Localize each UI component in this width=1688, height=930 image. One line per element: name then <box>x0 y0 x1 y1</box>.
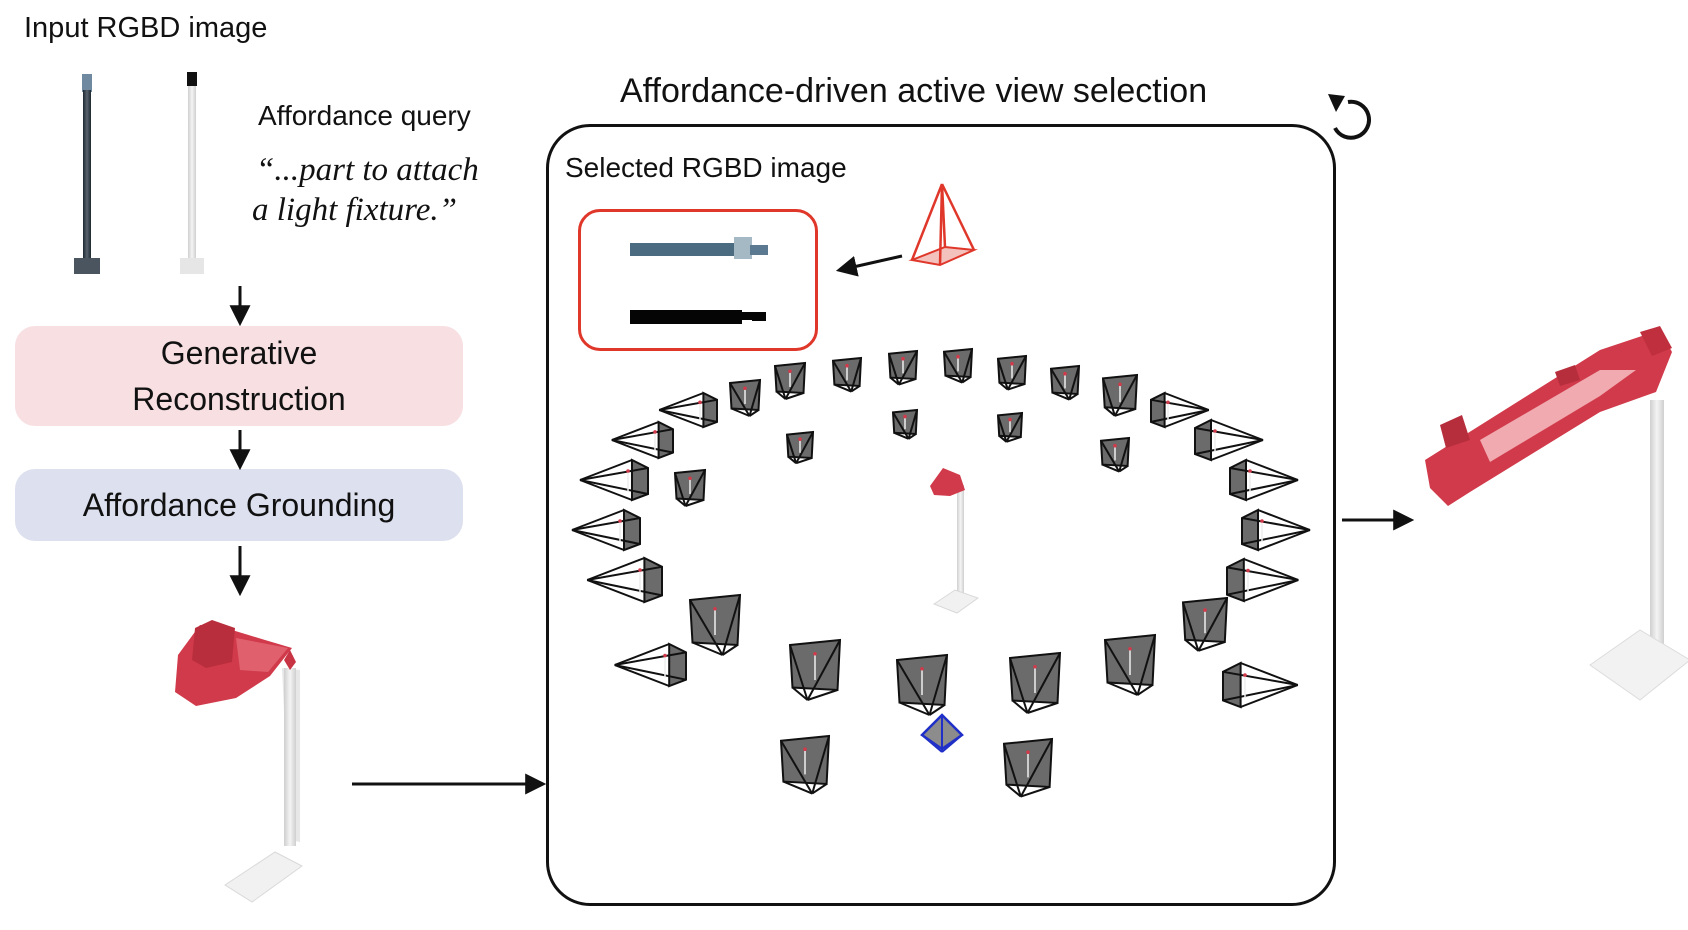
camera-frustum-icon <box>1194 418 1264 462</box>
selected-rgbd-frame <box>578 209 818 351</box>
camera-frustum-icon <box>579 458 649 502</box>
camera-frustum-icon <box>1150 391 1210 429</box>
camera-frustum-icon <box>1103 633 1157 696</box>
chosen-camera-frustum-icon <box>920 713 964 753</box>
camera-frustum-icon <box>571 508 641 552</box>
camera-frustum-icon <box>779 734 831 795</box>
query-text-line1: “...part to attach <box>256 152 479 188</box>
camera-frustum-icon <box>942 347 974 384</box>
camera-frustum-icon <box>891 408 919 440</box>
input-rgb-pole-image <box>74 74 100 274</box>
camera-frustum-icon <box>688 593 742 656</box>
view-selection-panel <box>546 124 1336 906</box>
camera-frustum-icon <box>1101 373 1139 417</box>
camera-frustum-icon <box>1049 364 1081 401</box>
input-depth-pole-image <box>180 72 204 274</box>
camera-frustum-icon <box>1222 661 1299 709</box>
camera-frustum-icon <box>996 411 1024 443</box>
affordance-grounding-text: Affordance Grounding <box>82 487 396 523</box>
camera-frustum-icon <box>831 356 863 393</box>
arrow-from-selected-camera <box>835 254 903 277</box>
camera-frustum-icon <box>1008 651 1062 714</box>
loop-arrow-icon <box>1328 94 1371 140</box>
camera-frustum-icon <box>614 642 687 688</box>
selected-rgb-image <box>630 237 768 259</box>
camera-frustum-icon <box>586 556 663 604</box>
affordance-query-label: Affordance query <box>258 100 471 131</box>
output-lamp-render <box>1425 326 1688 701</box>
selected-depth-image <box>630 310 766 324</box>
input-rgbd-label: Input RGBD image <box>24 12 268 44</box>
camera-frustum-icon <box>1226 557 1299 603</box>
camera-frustum-icon <box>673 468 707 507</box>
affordance-grounding-box: Affordance Grounding <box>15 469 463 541</box>
camera-frustum-icon <box>1241 508 1311 552</box>
selected-rgbd-label: Selected RGBD image <box>565 152 847 183</box>
generative-reconstruction-box: Generative Reconstruction <box>15 326 463 426</box>
camera-frustum-icon <box>1229 458 1299 502</box>
camera-frustum-icon <box>887 349 919 386</box>
camera-frustum-icon <box>785 430 815 465</box>
selected-camera-frustum-icon <box>908 183 978 267</box>
camera-frustum-icon <box>728 378 762 417</box>
camera-frustum-icon <box>658 391 718 429</box>
center-lamp-render <box>930 468 980 614</box>
camera-frustum-icon <box>996 354 1028 391</box>
camera-frustum-icon <box>895 653 949 716</box>
camera-frustum-icon <box>773 361 807 400</box>
grounded-lamp-render <box>175 620 303 903</box>
query-text-line2: a light fixture.” <box>252 192 458 228</box>
camera-frustum-icon <box>1099 436 1131 473</box>
camera-frustum-icon <box>611 420 674 460</box>
camera-ring <box>571 347 1311 798</box>
camera-frustum-icon <box>1002 737 1054 798</box>
panel-title: Affordance-driven active view selection <box>620 72 1208 110</box>
generative-reconstruction-text: Generative Reconstruction <box>132 335 346 417</box>
camera-frustum-icon <box>788 638 842 701</box>
camera-frustum-icon <box>1181 596 1229 652</box>
